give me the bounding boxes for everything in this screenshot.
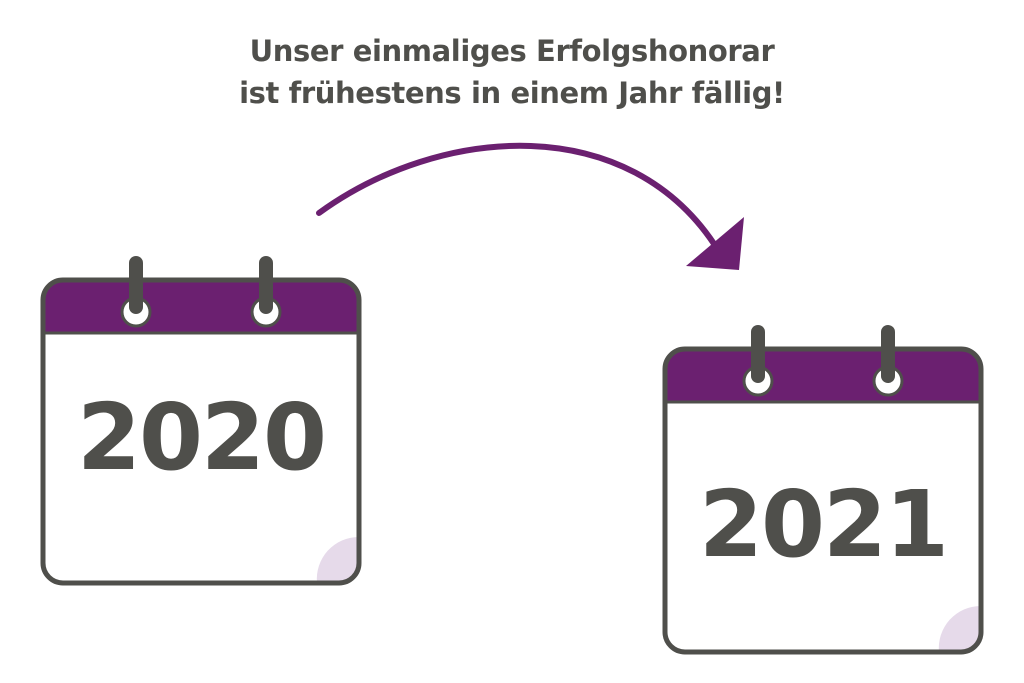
page-curl [316, 536, 359, 583]
calendar-year: 2020 [76, 384, 327, 491]
calendar-header-band [43, 280, 359, 334]
calendar-icon [662, 325, 984, 655]
calendar-icon [40, 256, 362, 586]
calendar-2021: 2021 [662, 321, 984, 655]
binding-ring-left [742, 325, 774, 397]
binding-ring-left [120, 256, 152, 328]
headline: Unser einmaliges Erfolgshonorar ist früh… [212, 30, 812, 114]
calendar-header-band [665, 349, 981, 403]
arrow-curve [316, 142, 721, 253]
arrow-head [686, 217, 744, 270]
calendar-2020: 2020 [40, 252, 362, 586]
calendar-year: 2021 [698, 471, 949, 578]
headline-line-2: ist frühestens in einem Jahr fällig! [239, 76, 785, 110]
headline-line-1: Unser einmaliges Erfolgshonorar [249, 34, 775, 68]
binding-ring-right [872, 325, 904, 397]
page-curl [938, 605, 981, 652]
binding-ring-right [250, 256, 282, 328]
